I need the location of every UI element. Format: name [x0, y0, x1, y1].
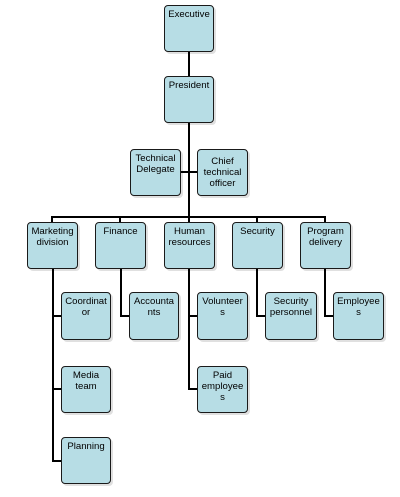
node-human-resources: Human resources — [164, 222, 215, 269]
node-planning: Planning — [61, 437, 111, 484]
node-program-delivery: Program delivery — [300, 222, 351, 269]
node-accountants: Accounta nts — [129, 292, 179, 340]
node-president: President — [164, 76, 214, 123]
node-chief-technical-officer: Chief technical officer — [197, 149, 248, 196]
node-marketing-division: Marketing division — [27, 222, 78, 269]
node-volunteers: Volunteer s — [197, 292, 248, 340]
node-executive: Executive — [164, 5, 214, 52]
node-finance: Finance — [95, 222, 146, 269]
node-media-team: Media team — [61, 366, 111, 413]
node-security-personnel: Security personnel — [265, 292, 317, 340]
node-employees: Employee s — [333, 292, 384, 340]
node-technical-delegate: Technical Delegate — [130, 149, 181, 196]
node-security: Security — [232, 222, 283, 269]
node-coordinator: Coordinat or — [61, 292, 111, 340]
node-paid-employees: Paid employee s — [197, 366, 248, 413]
